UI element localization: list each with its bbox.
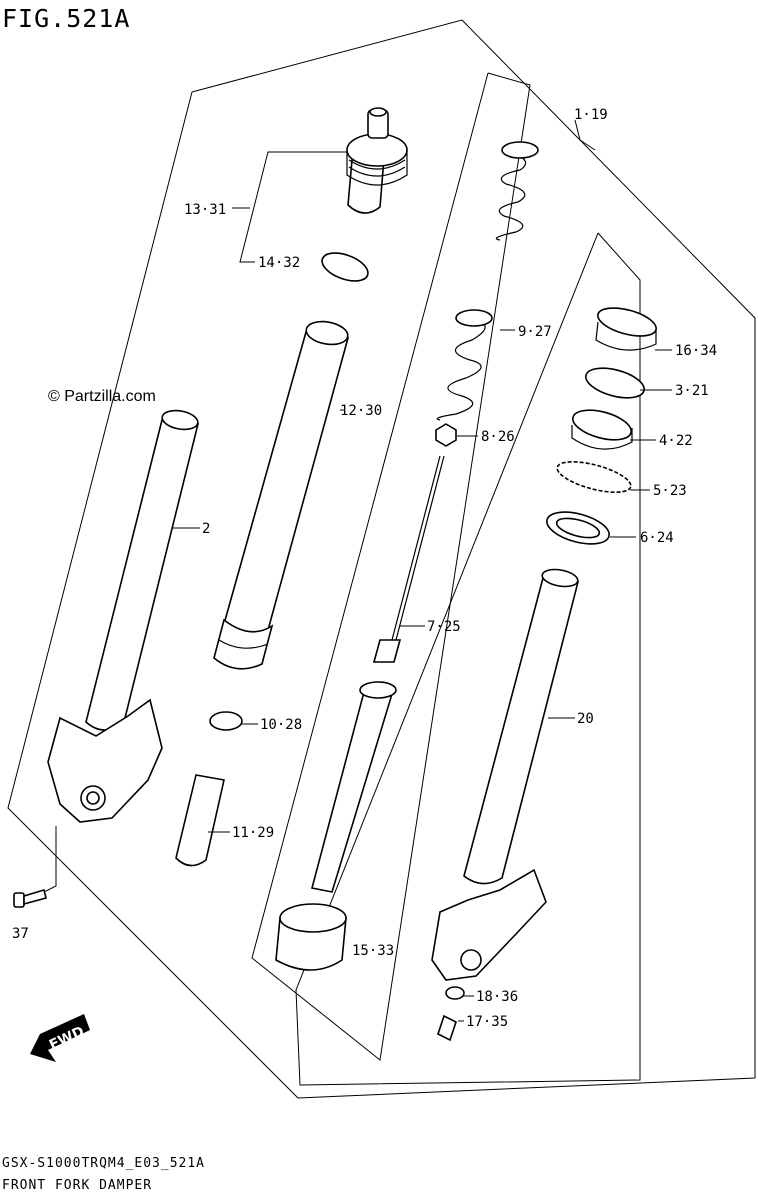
axle-bolt-part [13,888,47,908]
diagram-name: FRONT FORK DAMPER [2,1178,153,1193]
oring-part [321,252,369,282]
callout-9-27: 9·27 [518,324,552,340]
nut-part [435,423,457,447]
leader-lines [43,119,672,1022]
callout-12-30: 12·30 [340,403,382,419]
right-leg-boundary [295,232,641,1086]
watermark: © Partzilla.com [48,388,156,405]
figure-title: FIG.521A [2,4,131,33]
callout-15-33: 15·33 [352,943,394,959]
callout-2: 2 [202,521,210,537]
bushing-part [209,711,243,731]
washer-part [445,986,465,1000]
callout-10-28: 10·28 [260,717,302,733]
callout-17-35: 17·35 [466,1014,508,1030]
cylinder-part [175,774,225,867]
callout-20: 20 [577,711,594,727]
callout-7-25: 7·25 [427,619,461,635]
callout-14-32: 14·32 [258,255,300,271]
callout-4-22: 4·22 [659,433,693,449]
callout-8-26: 8·26 [481,429,515,445]
damper-boundary [251,72,531,1061]
spring-lower-part [436,309,493,421]
model-code: GSX-S1000TRQM4_E03_521A [2,1156,206,1171]
callout-37: 37 [12,926,29,942]
collar-part [275,903,347,971]
drain-bolt-part [437,1014,457,1042]
callout-16-34: 16·34 [675,343,717,359]
damper-rod-part [311,455,445,893]
callout-13-31: 13·31 [184,202,226,218]
spring-upper-part [495,141,539,241]
callout-3-21: 3·21 [675,383,709,399]
callout-1-19: 1·19 [574,107,608,123]
callout-labels: 1·19 13·31 14·32 9·27 16·34 3·21 12·30 8… [12,107,717,1030]
callout-18-36: 18·36 [476,989,518,1005]
inner-tube-part [213,320,350,670]
seal-stack [546,307,657,545]
callout-6-24: 6·24 [640,530,674,546]
right-outer-tube-part [431,568,580,981]
fwd-arrow: FWD [30,1014,90,1062]
fork-cap-part [346,107,408,214]
callout-11-29: 11·29 [232,825,274,841]
left-outer-tube-part [47,409,199,823]
callout-5-23: 5·23 [653,483,687,499]
assembly-boundary [7,19,756,1099]
